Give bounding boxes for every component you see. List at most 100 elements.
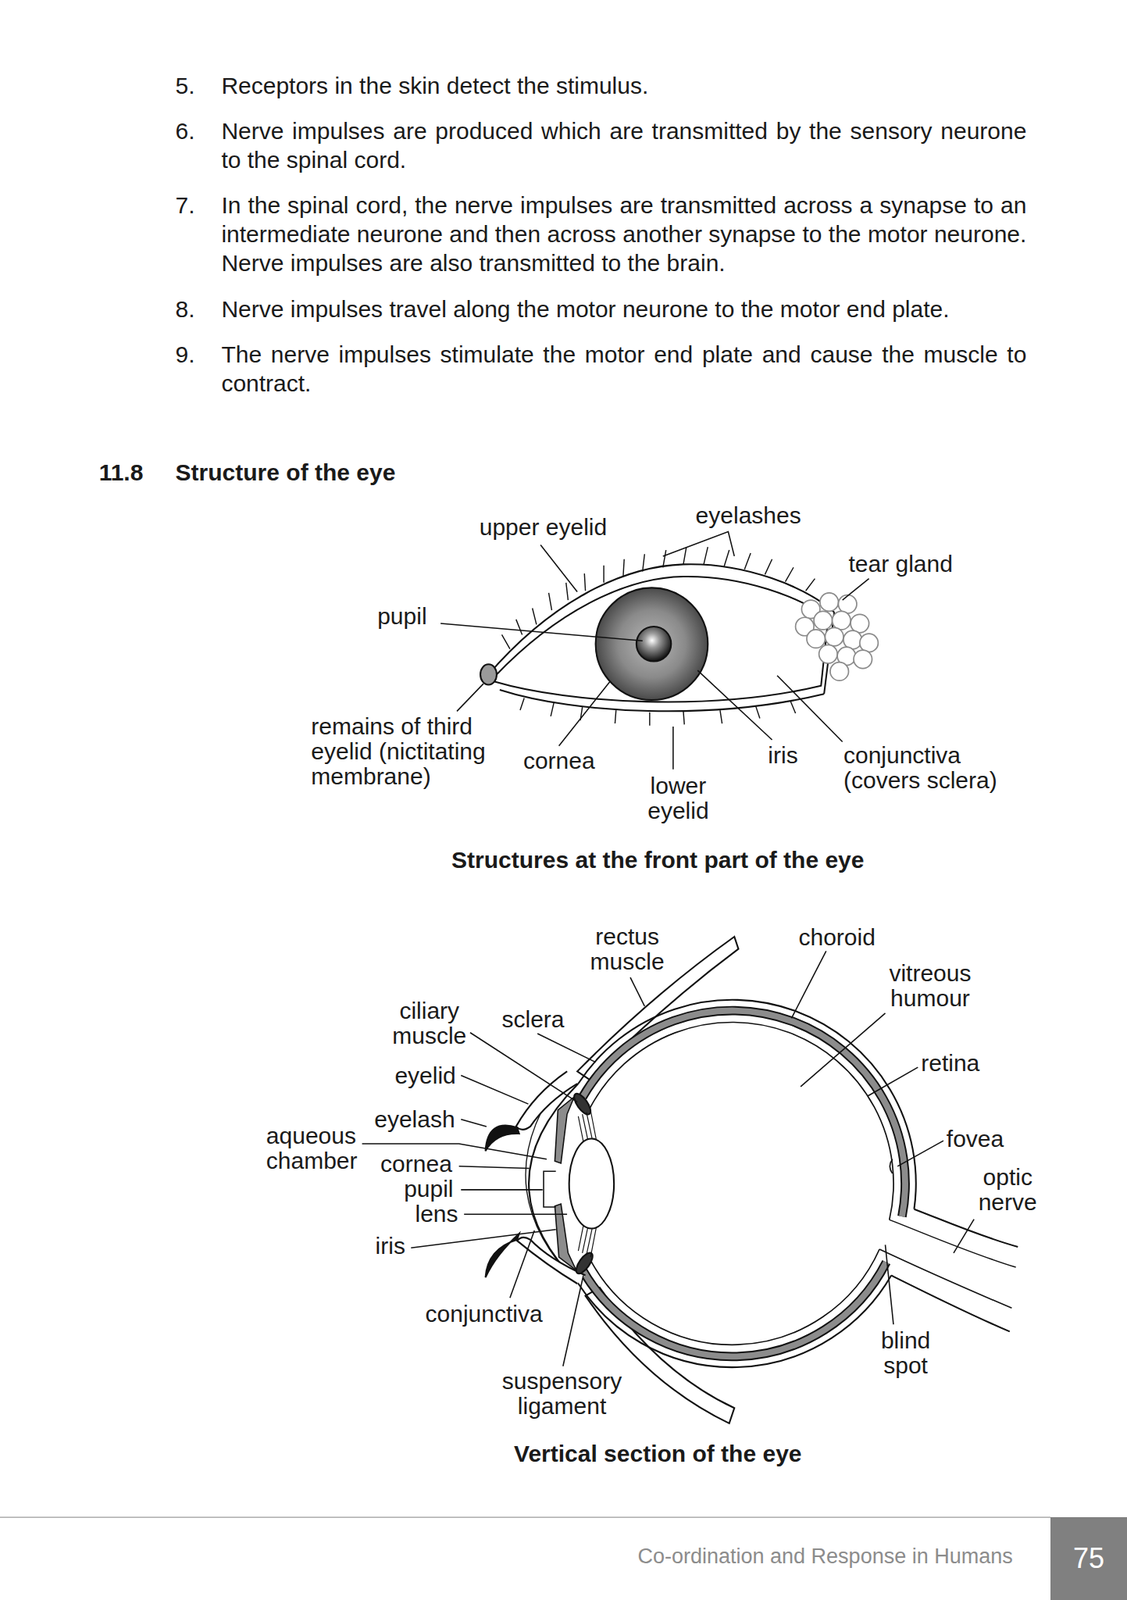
list-number: 6. bbox=[175, 116, 196, 146]
running-footer: Co-ordination and Response in Humans bbox=[466, 1543, 1013, 1569]
gland-lobe bbox=[843, 630, 863, 650]
leader-line bbox=[897, 1140, 944, 1167]
front-eye-drawing bbox=[440, 531, 878, 770]
page-number-box: 75 bbox=[1050, 1516, 1127, 1600]
leader-line bbox=[460, 1119, 487, 1127]
lens-body bbox=[569, 1138, 614, 1229]
iris-disc bbox=[595, 587, 709, 700]
leader-line bbox=[470, 1032, 578, 1103]
leader-line bbox=[867, 1066, 918, 1096]
figure-caption: Vertical section of the eye bbox=[306, 1440, 1010, 1466]
part-label: pupil bbox=[377, 603, 427, 629]
list-number: 9. bbox=[175, 339, 196, 369]
upper-eyelid-flap bbox=[516, 1070, 578, 1129]
part-label: conjunctiva bbox=[425, 1301, 543, 1327]
choroid-border bbox=[582, 1010, 906, 1357]
part-label: lens bbox=[414, 1201, 458, 1227]
part-label: remains of third eyelid (nictitating mem… bbox=[310, 713, 503, 789]
part-label: tear gland bbox=[848, 551, 953, 577]
part-label: eyelash bbox=[374, 1106, 455, 1132]
part-label: ciliary muscle bbox=[382, 998, 477, 1049]
choroid-band bbox=[582, 1010, 906, 1357]
part-label: lower eyelid bbox=[638, 773, 717, 824]
leader-line bbox=[630, 977, 645, 1006]
section-heading: Structure of the eye bbox=[175, 457, 396, 487]
ciliary-body bbox=[573, 1249, 596, 1276]
gland-lobe bbox=[813, 610, 833, 630]
gland-lobe bbox=[838, 595, 857, 614]
part-label: suspensory ligament bbox=[488, 1368, 637, 1419]
third-eyelid bbox=[480, 663, 497, 685]
list-number: 7. bbox=[175, 190, 196, 220]
part-label: conjunctiva (covers sclera) bbox=[843, 742, 1012, 793]
leader-line bbox=[537, 1033, 596, 1063]
leader-line bbox=[559, 681, 610, 746]
leader-line bbox=[456, 683, 484, 711]
gland-lobe bbox=[819, 645, 839, 664]
leader-line bbox=[563, 1275, 584, 1366]
sclera-outline bbox=[577, 999, 916, 1367]
list-number: 8. bbox=[175, 294, 196, 324]
iris-upper bbox=[554, 1096, 575, 1163]
leader-line bbox=[777, 675, 843, 742]
leader-line bbox=[885, 1244, 894, 1324]
leader-lines bbox=[440, 531, 869, 770]
part-label: blind spot bbox=[870, 1327, 942, 1378]
part-label: sclera bbox=[501, 1006, 564, 1032]
gland-lobe bbox=[850, 613, 870, 633]
gland-lobe bbox=[832, 610, 852, 630]
part-label: choroid bbox=[798, 924, 876, 950]
fovea-pit bbox=[889, 1159, 892, 1174]
lower-eyelash bbox=[485, 1233, 520, 1277]
ciliary-body bbox=[570, 1091, 594, 1117]
pupil-bracket bbox=[543, 1170, 557, 1207]
eye-white bbox=[494, 576, 828, 702]
gland-lobe bbox=[859, 633, 879, 653]
part-label: cornea bbox=[523, 748, 596, 774]
part-label: optic nerve bbox=[968, 1164, 1047, 1215]
gland-lobe bbox=[830, 662, 849, 682]
part-label: vitreous humour bbox=[875, 960, 985, 1011]
upper-eyelash bbox=[485, 1125, 520, 1152]
list-text: Nerve impulses travel along the motor ne… bbox=[221, 294, 1027, 324]
list-text: Nerve impulses are produced which are tr… bbox=[221, 116, 1027, 175]
gland-lobe bbox=[853, 649, 873, 669]
leader-line bbox=[460, 1075, 528, 1105]
leader-line bbox=[800, 1012, 885, 1087]
tear-gland bbox=[795, 592, 879, 681]
part-label: iris bbox=[375, 1233, 406, 1259]
section-number: 11.8 bbox=[99, 457, 144, 487]
leader-lines bbox=[362, 950, 975, 1366]
optic-nerve-fibres bbox=[879, 1219, 1017, 1308]
part-label: rectus muscle bbox=[580, 923, 675, 974]
list-text: Receptors in the skin detect the stimulu… bbox=[221, 71, 1027, 100]
leader-line bbox=[440, 623, 643, 641]
list-text: The nerve impulses stimulate the motor e… bbox=[221, 339, 1027, 398]
part-label: aqueous chamber bbox=[266, 1123, 384, 1174]
page-number: 75 bbox=[1073, 1542, 1105, 1574]
leader-line bbox=[842, 578, 870, 600]
part-label: cornea bbox=[380, 1151, 453, 1177]
pupil-disc bbox=[636, 626, 671, 661]
gland-lobe bbox=[824, 627, 844, 646]
part-label: retina bbox=[920, 1050, 980, 1076]
part-label: iris bbox=[767, 742, 798, 768]
leader-line bbox=[459, 1166, 530, 1169]
part-label: fovea bbox=[946, 1126, 1004, 1152]
leader-line bbox=[463, 1212, 568, 1215]
list-number: 5. bbox=[175, 71, 196, 100]
leader-line bbox=[697, 670, 772, 740]
gland-lobe bbox=[820, 592, 839, 612]
part-label: eyelashes bbox=[695, 502, 802, 528]
footer-rule bbox=[0, 1515, 1051, 1517]
leader-line bbox=[510, 1230, 535, 1298]
leader-line bbox=[953, 1219, 974, 1253]
figure-caption: Structures at the front part of the eye bbox=[306, 847, 1010, 873]
retina-line bbox=[589, 1021, 894, 1345]
lower-eyelid-flap bbox=[517, 1237, 585, 1284]
leader-line bbox=[460, 1188, 543, 1191]
gland-lobe bbox=[806, 629, 826, 649]
part-label: upper eyelid bbox=[479, 514, 607, 540]
leader-line bbox=[672, 726, 675, 770]
